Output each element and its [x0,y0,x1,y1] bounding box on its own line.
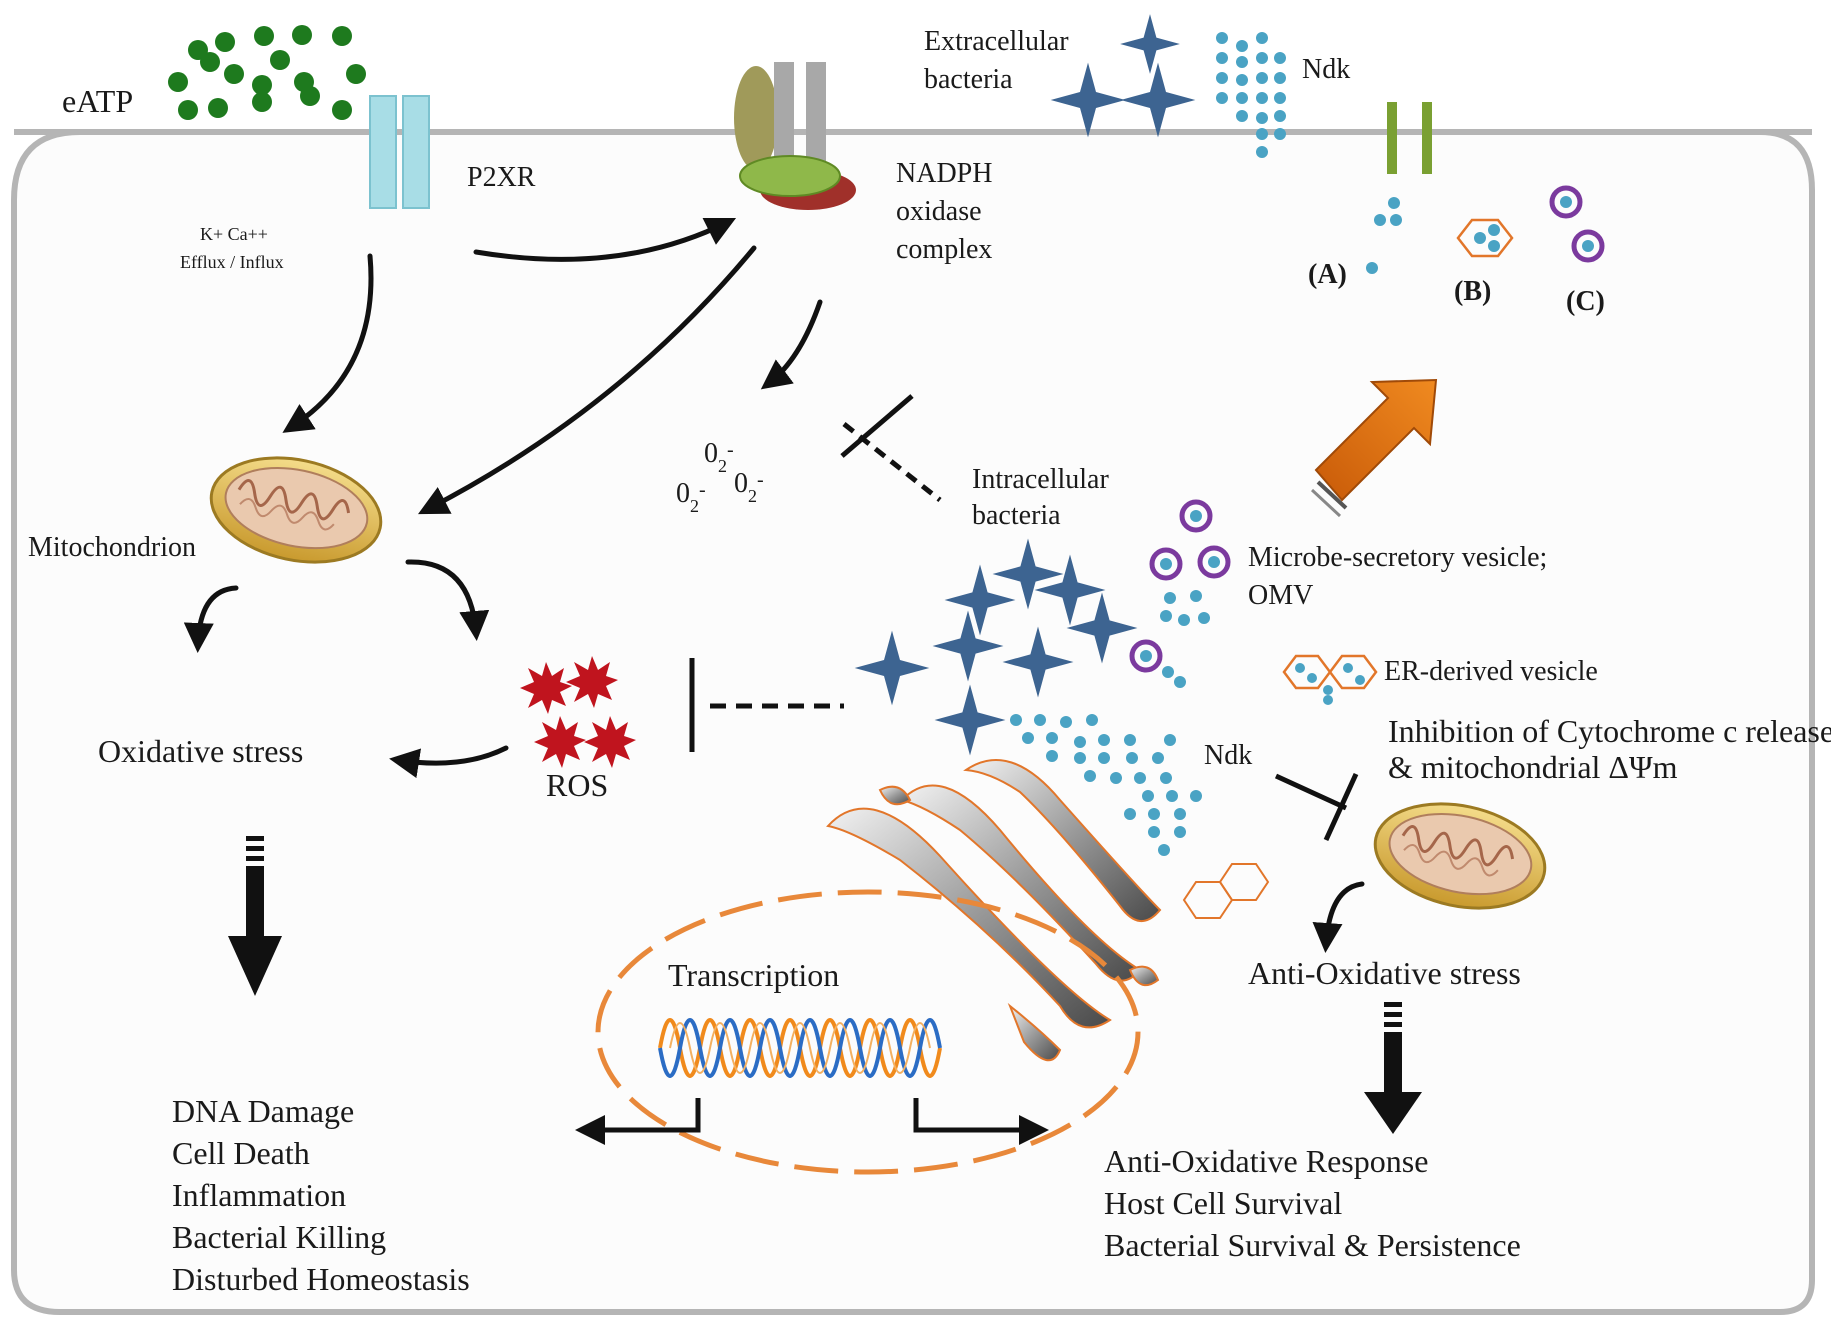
label-a: (A) [1308,259,1347,290]
outcome-right-item: Bacterial Survival & Persistence [1104,1227,1521,1263]
golgi-apparatus [826,759,1270,1062]
oxidative-stress-label: Oxidative stress [98,733,303,769]
omv-intracellular [1129,499,1231,673]
outcomes-left: DNA Damage Cell Death Inflammation Bacte… [172,1093,470,1297]
microbe-vesicle-label: Microbe-secretory vesicle; [1248,542,1547,573]
outcome-right-item: Anti-Oxidative Response [1104,1143,1428,1179]
nadph-label-3: complex [896,234,992,265]
down-arrow-right [1364,1002,1422,1134]
secretion-arrow [1310,378,1438,518]
superoxide-cluster: 02- 02- 02- [676,438,764,516]
label-c: (C) [1566,286,1605,317]
efflux-influx-label: Efflux / Influx [180,252,284,272]
eatp-molecules [168,25,366,120]
outcome-left-item: Disturbed Homeostasis [172,1261,470,1297]
mitochondrion-label: Mitochondrion [28,532,196,563]
outcomes-right: Anti-Oxidative Response Host Cell Surviv… [1104,1143,1521,1263]
extracellular-label-1: Extracellular [924,26,1069,57]
intracellular-label-1: Intracellular [972,464,1109,495]
outcome-left-item: Inflammation [172,1177,346,1213]
extracellular-label-2: bacteria [924,64,1013,95]
er-vesicle-b [1456,218,1514,258]
svg-text:02-: 02- [704,438,734,476]
inhibition-bars [689,394,1359,842]
inhibition-label-1: Inhibition of Cytochrome c release [1388,713,1831,749]
svg-text:02-: 02- [676,478,706,516]
down-arrow-left [228,836,282,996]
membrane-channel [1387,102,1432,174]
ndk-mid-label: Ndk [1204,740,1252,771]
pathway-arrows [183,217,1365,953]
nucleus-envelope [595,889,1141,1175]
p2xr-channel [369,95,430,209]
ndk-free-a [1366,197,1402,274]
transcription-output-arrows [575,1098,1049,1145]
outcome-left-item: Bacterial Killing [172,1219,386,1255]
outcome-right-item: Host Cell Survival [1104,1185,1342,1221]
nadph-label-2: oxidase [896,196,982,227]
dna-helix [658,1018,942,1078]
nadph-label-1: NADPH [896,158,992,189]
p2xr-label: P2XR [467,162,536,193]
ndk-intracellular-small [1160,590,1210,688]
svg-text:02-: 02- [734,468,764,506]
extracellular-bacteria [1050,14,1196,138]
intracellular-label-2: bacteria [972,500,1061,531]
omv-label: OMV [1248,580,1313,611]
transcription-label: Transcription [668,957,839,993]
ndk-intracellular [1010,714,1202,856]
er-vesicle-label: ER-derived vesicle [1384,656,1598,687]
inhibition-label-2: & mitochondrial ΔΨm [1388,749,1678,785]
ndk-extracellular [1216,32,1286,158]
k-ca-label: K+ Ca++ [200,224,268,244]
omv-c [1549,185,1605,263]
outcome-left-item: DNA Damage [172,1093,354,1129]
anti-oxidative-label: Anti-Oxidative stress [1248,955,1521,991]
label-b: (B) [1454,276,1491,307]
outcome-left-item: Cell Death [172,1135,310,1171]
ros-label: ROS [546,767,608,803]
eatp-label: eATP [62,83,133,119]
nadph-oxidase-complex [734,62,856,210]
er-derived-vesicle [1282,654,1378,705]
ndk-top-label: Ndk [1302,54,1350,85]
